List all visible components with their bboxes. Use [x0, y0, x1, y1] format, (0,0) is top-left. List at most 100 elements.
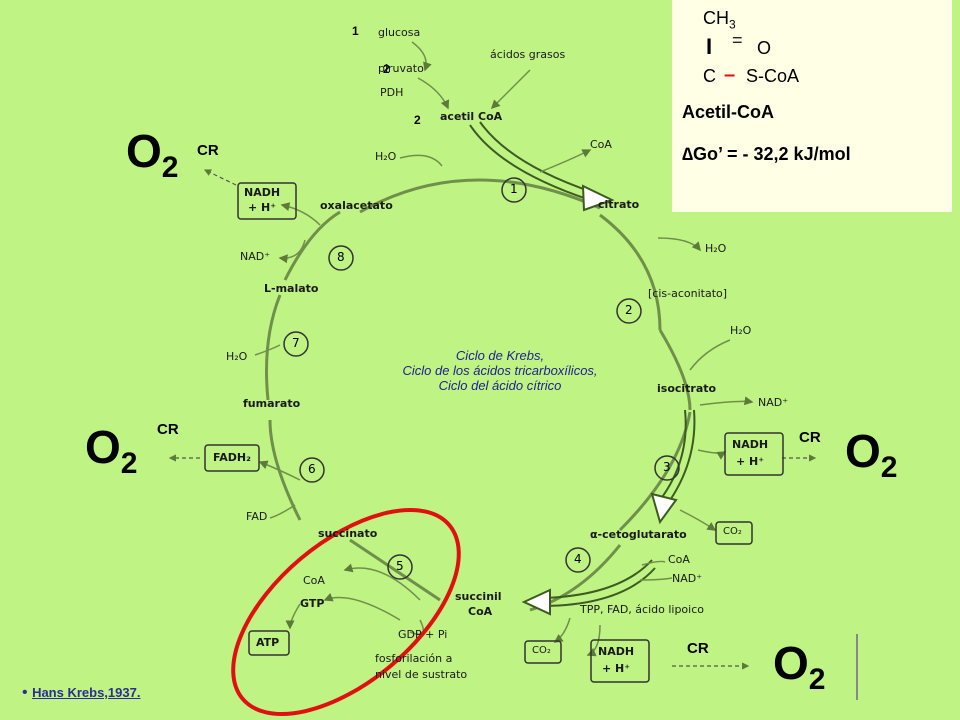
label-coa-c: CoA [303, 574, 325, 587]
arrow-h2o-in-2 [689, 339, 731, 371]
big-arrow-bottom-head [521, 588, 551, 616]
arrow-pir-acetil [417, 77, 450, 110]
label-pdh: PDH [380, 86, 404, 99]
step-1: 1 [510, 182, 518, 196]
fadh2-box [204, 444, 260, 472]
nadh-box-right [724, 432, 784, 476]
label-fad: FAD [246, 510, 268, 523]
arrow-coa-out [539, 149, 592, 173]
arrow-co2-b [553, 617, 571, 643]
arrow-nad-left [278, 239, 306, 264]
marker-2a: 2 [383, 62, 390, 76]
o-label: O [757, 38, 772, 58]
label-alfa-ceto: α-cetoglutarato [590, 528, 687, 541]
nadh-left-line2: + H⁺ [248, 201, 277, 214]
o2-sub: 2 [880, 451, 898, 484]
label-gtp: GTP [300, 597, 325, 610]
delta-g-value: o’ = - 32,2 kJ/mol [707, 144, 851, 164]
delta-g-symbol: ∆G [682, 144, 708, 164]
nadh-box-bottom [590, 639, 650, 683]
arrow-gtp-atp [285, 603, 301, 630]
label-tpp: TPP, FAD, ácido lipoico [580, 603, 704, 616]
nadh-right-line1: NADH [732, 438, 769, 451]
ch3-label: CH3 [703, 8, 736, 32]
label-acetil-coa: acetil CoA [440, 110, 503, 123]
o2-letter: O [85, 421, 121, 473]
o2-left: O2 [85, 420, 137, 481]
o2-letter: O [126, 125, 162, 177]
cycle-title: Ciclo de Krebs, Ciclo de los ácidos tric… [360, 348, 640, 393]
o2-panel-top-left [92, 118, 210, 204]
arc-6 [268, 419, 302, 521]
label-l-malato: L-malato [264, 282, 319, 295]
arrow-gtp [323, 593, 401, 621]
credit-text: Hans Krebs,1937. [32, 685, 141, 700]
cycle-title-line2: Ciclo de los ácidos tricarboxílicos, [402, 363, 598, 378]
nadh-box-left [237, 182, 297, 220]
step-2: 2 [625, 303, 633, 317]
step-4: 4 [574, 552, 582, 566]
arc-2 [599, 213, 662, 331]
big-arrow-top-head [581, 184, 615, 212]
red-oval-highlight [231, 507, 461, 717]
cr-left: CR [157, 421, 179, 438]
atp-box [248, 630, 290, 656]
step-5: 5 [396, 559, 404, 573]
label-nad-iso: NAD⁺ [758, 396, 789, 409]
arrow-to-nadh-r [697, 449, 727, 460]
arrow-h2o-out [657, 237, 701, 252]
nadh-bottom-line2: + H⁺ [602, 662, 631, 675]
label-co2-a: CO₂ [723, 526, 742, 537]
label-co2-b: CO₂ [532, 645, 551, 656]
c-label: C [703, 66, 716, 86]
o2-sub: 2 [808, 663, 826, 696]
arrow-coa-b [641, 560, 666, 566]
big-arrow-right [659, 409, 696, 507]
label-fosfor-1: fosforilación a [375, 652, 453, 665]
double-bond: = [732, 30, 743, 50]
label-nad-left: NAD⁺ [240, 250, 271, 263]
step-7: 7 [292, 336, 300, 350]
o2-sub: 2 [120, 447, 138, 480]
co2-box-b [524, 640, 562, 664]
big-arrow-right-head [650, 492, 678, 525]
o2-sub: 2 [161, 151, 179, 184]
label-h2o-top: H₂O [375, 150, 397, 163]
label-nad-b: NAD⁺ [672, 572, 703, 585]
label-acidos-grasos: ácidos grasos [490, 48, 566, 61]
cr-bottom: CR [687, 640, 709, 657]
label-atp: ATP [256, 636, 280, 649]
cycle-ring [265, 178, 692, 612]
label-succinato: succinato [318, 527, 378, 540]
arrow-fad [269, 504, 296, 519]
label-isocitrato: isocitrato [657, 382, 717, 395]
label-succinil-coa: CoA [468, 605, 493, 618]
arrow-grasos-acetil [490, 69, 531, 110]
o2-letter: O [845, 425, 881, 477]
scoa-label: S-CoA [746, 66, 800, 86]
label-coa-top: CoA [590, 138, 612, 151]
co2-box-a [715, 521, 753, 545]
label-h2o-a: H₂O [705, 242, 727, 255]
arc-8 [283, 210, 341, 281]
cr-right: CR [799, 429, 821, 446]
cycle-title-line1: Ciclo de Krebs, [455, 348, 545, 363]
label-h2o-b: H₂O [730, 324, 752, 337]
arc-3 [618, 411, 692, 532]
nadh-right-line2: + H⁺ [736, 455, 765, 468]
acetil-coa-name: Acetil-CoA [682, 102, 775, 122]
label-coa-b: CoA [668, 553, 690, 566]
label-fadh2: FADH₂ [213, 451, 251, 464]
arrow-co2-a [679, 509, 717, 531]
arrow-h2o-c [254, 344, 281, 356]
marker-2b: 2 [414, 113, 421, 127]
ch3-text: CH [703, 8, 729, 28]
step-6: 6 [308, 462, 316, 476]
arrow-nad-iso [699, 396, 754, 406]
label-gdp: GDP + Pi [398, 628, 448, 641]
arrow-glu-pir [411, 41, 432, 72]
marker-1: 1 [352, 24, 359, 38]
nadh-bottom-line1: NADH [598, 645, 635, 658]
